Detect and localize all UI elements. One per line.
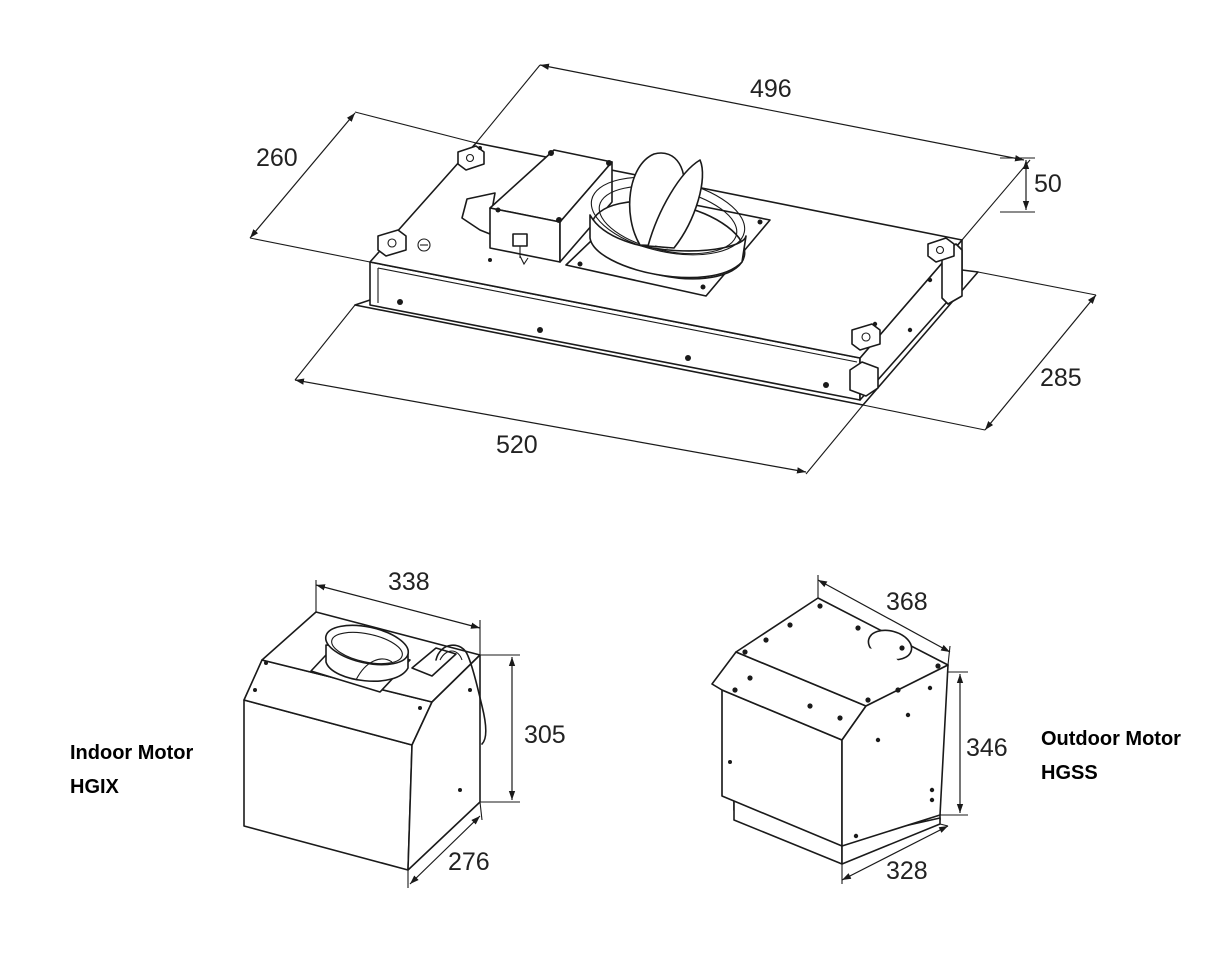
indoor-motor-unit — [243, 611, 487, 871]
dim-328: 328 — [886, 857, 928, 885]
outdoor-motor-label: Outdoor Motor HGSS — [1041, 722, 1181, 790]
indoor-motor-label: Indoor Motor HGIX — [70, 736, 193, 804]
dim-368: 368 — [886, 588, 928, 616]
dim-346: 346 — [966, 734, 1008, 762]
cable-gland-icon — [411, 644, 487, 745]
dim-496: 496 — [750, 75, 792, 103]
bracket-right-front-icon — [851, 323, 881, 351]
indoor-motor-dimensions: 338 305 276 — [315, 568, 566, 888]
hood-dimensions: 496 50 260 520 285 — [249, 63, 1097, 475]
hood-unit — [354, 142, 979, 406]
dim-260: 260 — [256, 144, 298, 172]
dim-520: 520 — [496, 431, 538, 459]
outdoor-motor-label-line2: HGSS — [1041, 762, 1098, 784]
bracket-left-back-icon — [457, 145, 485, 171]
outdoor-motor-dimensions: 368 346 328 — [817, 575, 1008, 885]
dim-305: 305 — [524, 721, 566, 749]
bracket-right-back-icon — [927, 237, 955, 263]
dim-285: 285 — [1040, 364, 1082, 392]
dim-276: 276 — [448, 848, 490, 876]
indoor-duct-collar-icon — [310, 624, 411, 693]
indoor-motor-label-line2: HGIX — [70, 776, 119, 798]
knob-icon — [417, 238, 431, 252]
outdoor-motor-unit — [711, 597, 949, 865]
hood-right-rail — [849, 361, 879, 397]
dim-338: 338 — [388, 568, 430, 596]
electrical-box-icon — [461, 149, 613, 266]
duct-collar-icon — [589, 152, 747, 280]
indoor-motor-label-line1: Indoor Motor — [70, 742, 194, 764]
dim-50: 50 — [1034, 170, 1062, 198]
outdoor-motor-label-line1: Outdoor Motor — [1041, 728, 1181, 750]
bracket-left-front-icon — [377, 229, 407, 257]
